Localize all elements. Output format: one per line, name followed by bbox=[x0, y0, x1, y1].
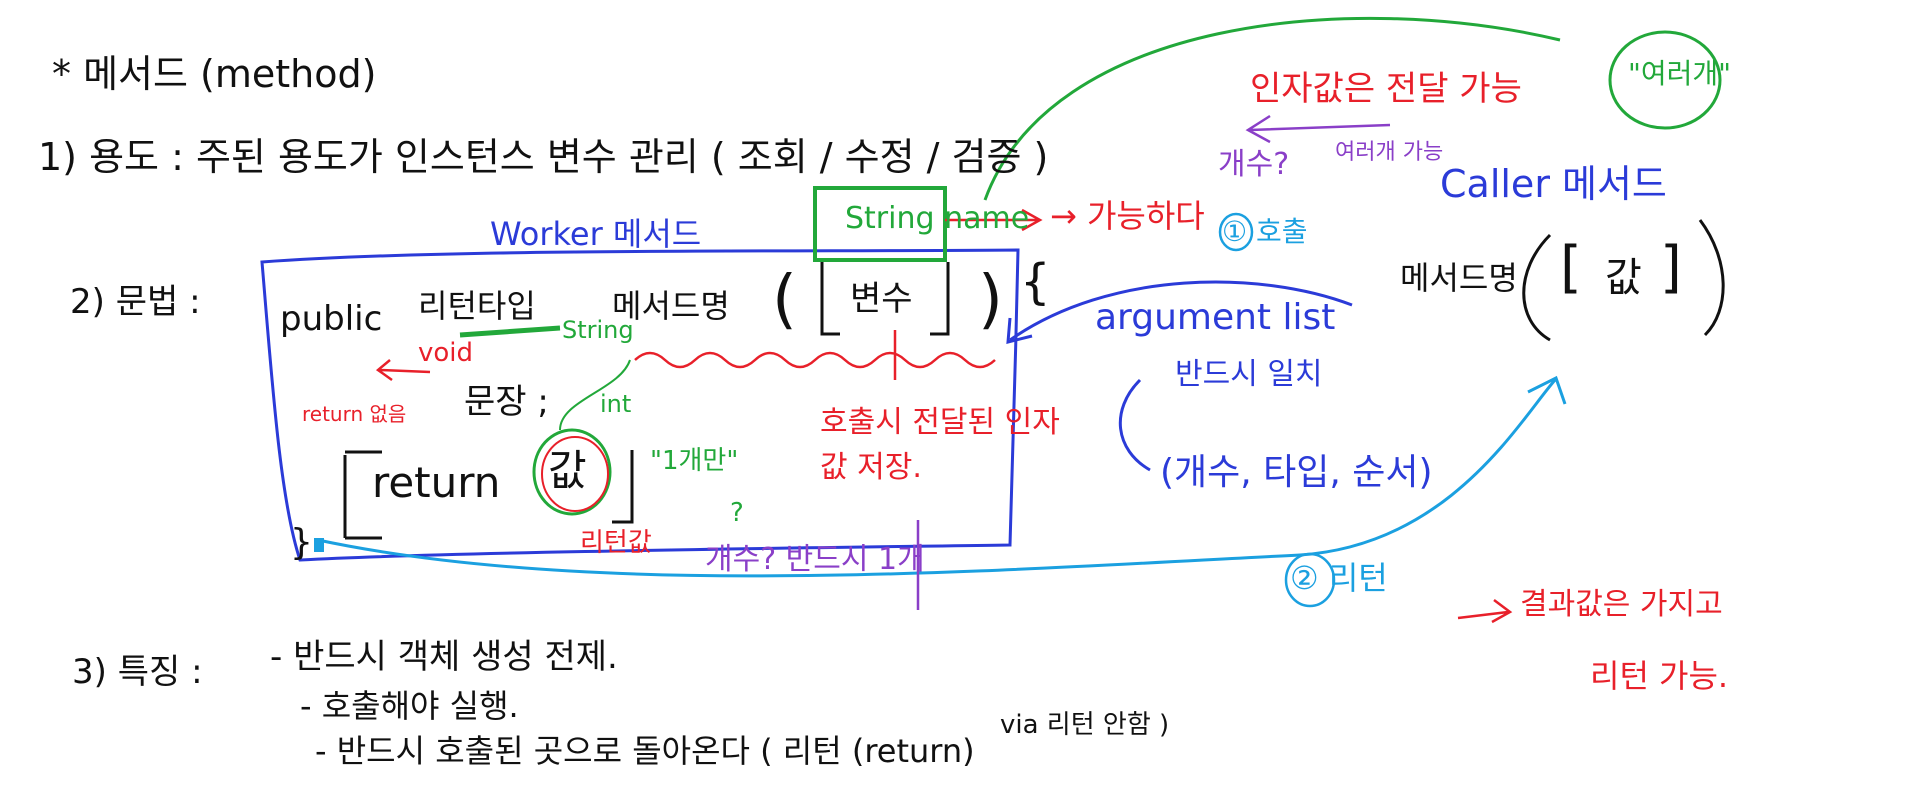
note-possible: → 가능하다 bbox=[1050, 197, 1205, 235]
code-close-paren: ) bbox=[978, 263, 1003, 337]
result-arrow bbox=[1457, 599, 1513, 624]
note-call-store: 호출시 전달된 인자값 저장. bbox=[820, 405, 1060, 485]
feature-item-4: via 리턴 안함 ) bbox=[1000, 710, 1170, 740]
code-param: 변수 bbox=[850, 279, 913, 319]
param-bracket bbox=[820, 262, 950, 336]
caller-open-bracket: [ bbox=[1560, 235, 1582, 300]
caller-arg-value: 값 bbox=[1605, 255, 1642, 301]
feature-item-1: - 반드시 객체 생성 전제. bbox=[270, 637, 618, 677]
note-string: String bbox=[562, 316, 634, 344]
note-int: int bbox=[600, 390, 632, 418]
feature-item-2: - 호출해야 실행. bbox=[300, 687, 519, 725]
caller-bracket-left bbox=[1522, 233, 1552, 342]
argument-brace bbox=[1118, 378, 1151, 472]
step2-label: ② 리턴 bbox=[1290, 559, 1388, 597]
return-none-arrow bbox=[375, 359, 431, 382]
argument-arc bbox=[1009, 280, 1353, 342]
code-value: 값 bbox=[548, 446, 587, 495]
feature-item-3: - 반드시 호출된 곳으로 돌아온다 ( 리턴 (return) bbox=[315, 732, 975, 770]
note-string-name: String name bbox=[845, 201, 1030, 236]
note-pass-args: 인자값은 전달 가능 bbox=[1250, 69, 1522, 109]
string-name-box bbox=[813, 186, 947, 262]
step1-label: ① 호출 bbox=[1222, 215, 1308, 248]
int-connector bbox=[559, 359, 631, 431]
note-return-possible: 리턴 가능. bbox=[1590, 657, 1729, 695]
note-multi-possible: 여러개 가능 bbox=[1335, 140, 1444, 165]
value-circle bbox=[532, 428, 612, 516]
note-void: void bbox=[418, 338, 474, 368]
note-result-value: 결과값은 가지고 bbox=[1520, 587, 1723, 622]
features-label: 3) 특징 : bbox=[72, 652, 203, 692]
value-circle-red bbox=[541, 436, 609, 512]
void-strike bbox=[459, 325, 561, 338]
code-method-name: 메서드명 bbox=[612, 287, 730, 325]
wavy-line bbox=[634, 351, 996, 369]
return-arc bbox=[317, 379, 1557, 578]
note-question: ? bbox=[730, 498, 744, 528]
caller-bracket-right bbox=[1698, 219, 1725, 337]
note-return-none: return 없음 bbox=[302, 402, 407, 426]
note-count: 개수? bbox=[1218, 147, 1290, 182]
string-name-arc bbox=[983, 16, 1561, 201]
usage-line: 1) 용도 : 주된 용도가 인스턴스 변수 관리 ( 조회 / 수정 / 검증… bbox=[38, 135, 1049, 179]
note-count-q: 개수? 반드시 1개 bbox=[705, 542, 925, 577]
cursor-marker bbox=[314, 538, 324, 552]
syntax-label: 2) 문법 : bbox=[70, 282, 201, 322]
argument-list-label: argument list bbox=[1095, 297, 1336, 338]
note-return-value: 리턴값 bbox=[580, 528, 652, 558]
possible-arrow bbox=[945, 208, 1043, 232]
note-multi: "여러개" bbox=[1628, 57, 1732, 90]
caller-close-bracket: ] bbox=[1660, 235, 1682, 300]
code-brace-open: { bbox=[1020, 254, 1051, 310]
caller-label: Caller 메서드 bbox=[1440, 162, 1667, 206]
code-return: return bbox=[372, 458, 501, 507]
return-arc-arrow bbox=[1527, 375, 1567, 405]
step1-circle bbox=[1218, 212, 1254, 252]
worker-label: Worker 메서드 bbox=[490, 215, 702, 253]
return-box bbox=[343, 450, 634, 540]
code-open-paren: ( bbox=[772, 263, 797, 337]
argument-detail: (개수, 타입, 순서) bbox=[1160, 452, 1433, 493]
note-single-inner: "1개만" bbox=[650, 446, 739, 476]
argument-arc-arrow bbox=[1006, 317, 1033, 344]
code-return-type: 리턴타입 bbox=[418, 287, 536, 325]
code-statement: 문장 ; bbox=[464, 382, 549, 422]
page-title: * 메서드 (method) bbox=[52, 52, 377, 96]
worker-method-box bbox=[260, 248, 1020, 562]
step2-circle bbox=[1284, 552, 1336, 608]
argument-must-match: 반드시 일치 bbox=[1175, 357, 1323, 392]
multi-arrow bbox=[1245, 114, 1391, 144]
code-public: public bbox=[280, 299, 383, 339]
single-circle bbox=[1608, 30, 1722, 130]
code-brace-close: } bbox=[290, 522, 313, 563]
caller-method: 메서드명 bbox=[1400, 259, 1518, 297]
